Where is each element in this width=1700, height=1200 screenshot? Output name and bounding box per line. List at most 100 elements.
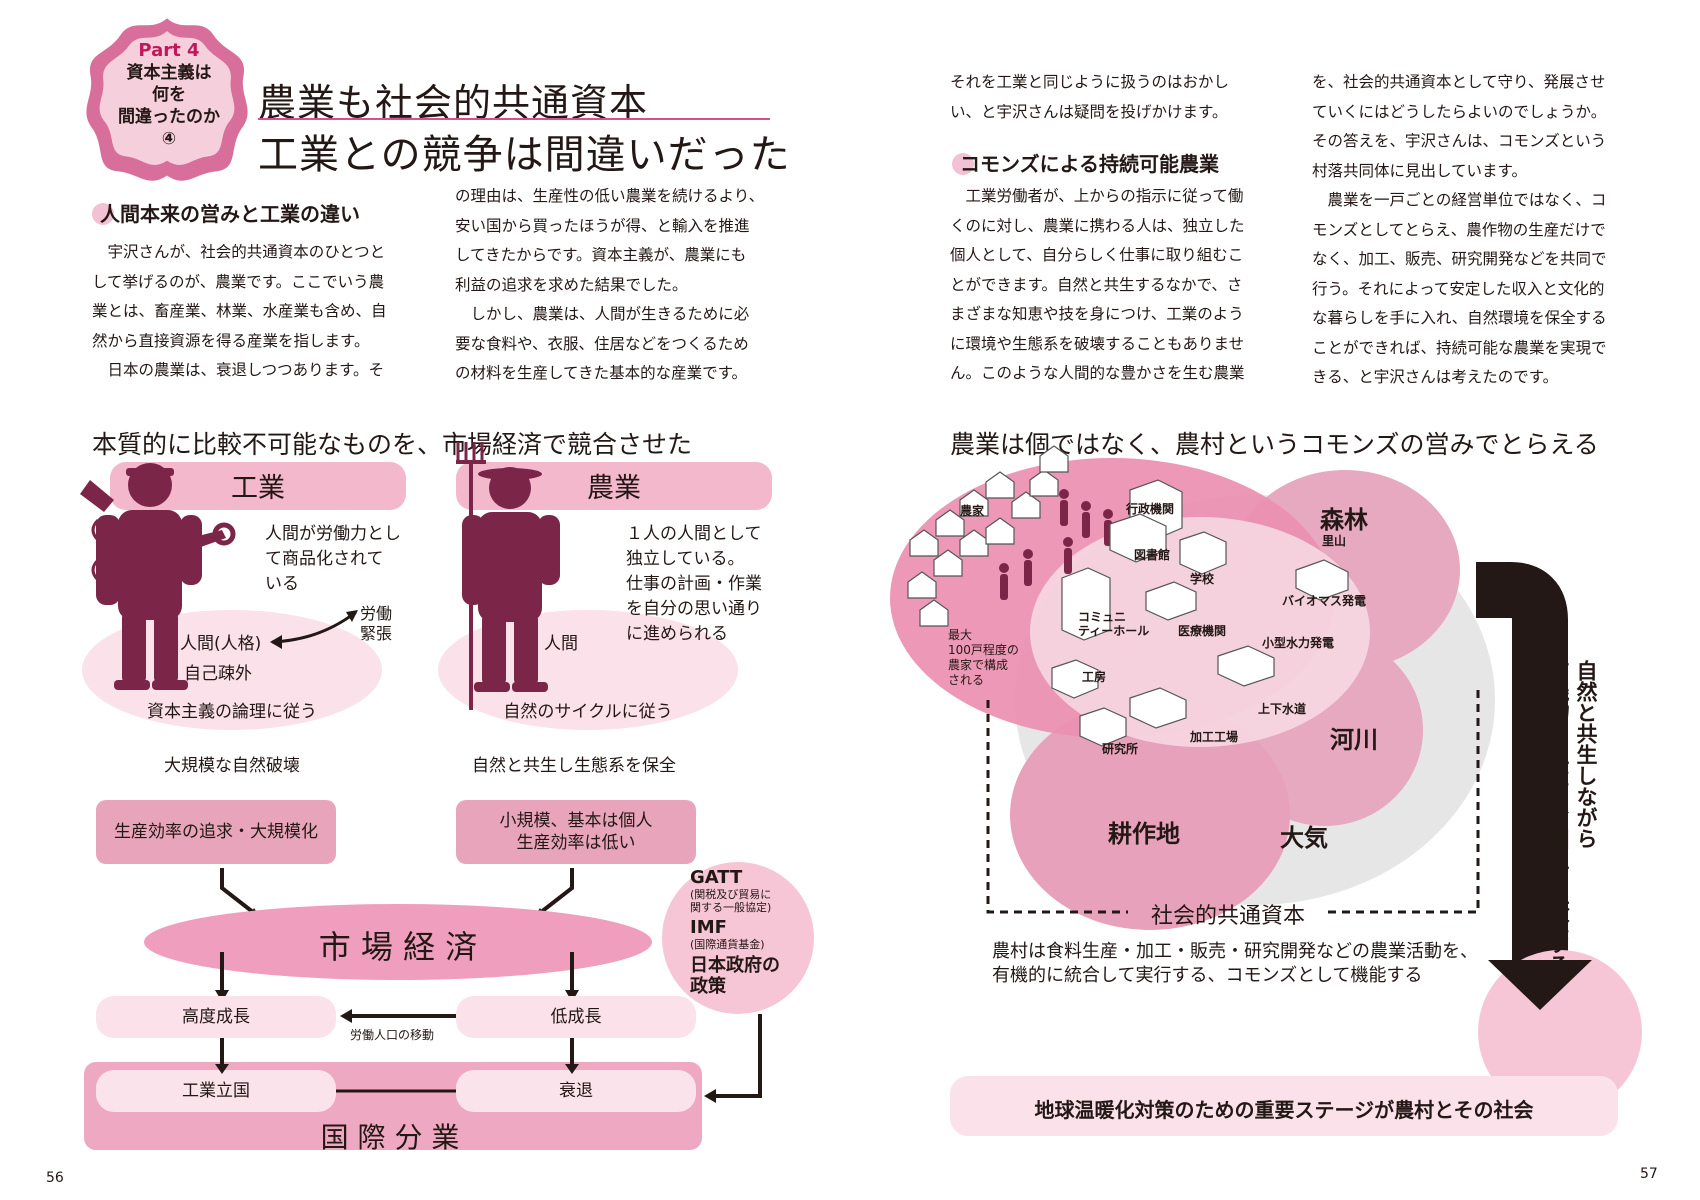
low-growth-label: 低成長: [550, 1007, 602, 1027]
hydro-label: 小型水力発電: [1262, 636, 1335, 650]
text-line: 100戸程度の: [948, 643, 1019, 657]
text-line: て商品化されて: [265, 549, 384, 569]
badge-line-4: ④: [161, 129, 177, 149]
text-line: 日本の農業は、衰退しつつあります。そ: [92, 361, 385, 379]
industry-result: 大規模な自然破壊: [164, 756, 300, 776]
right-column-2: を、社会的共通資本として守り、発展させ ていくにはどうしたらよいのでしょうか。 …: [1312, 68, 1642, 393]
admin-label: 行政機関: [1126, 502, 1175, 516]
self-alienation-label: 自己疎外: [184, 664, 252, 684]
right-column-1-bottom: 工業労働者が、上からの指示に従って働 くのに対し、農業に携わる人は、独立した 個…: [950, 182, 1280, 389]
part-badge-shape: [86, 18, 248, 181]
text-line: 利益の追求を求めた結果でした。: [455, 275, 688, 294]
part-label: Part 4: [138, 40, 200, 61]
vertical-arrow-text-1: 自然と共生しながら: [1574, 660, 1598, 849]
right-column-1-top: それを工業と同じように扱うのはおかし い、と宇沢さんは疑問を投げかけます。: [950, 68, 1280, 127]
badge-line-2: 何を: [152, 85, 186, 105]
text-line: くのに対し、農業に携わる人は、独立した: [950, 216, 1245, 235]
text-line: まざまな知恵や技を身につけ、工業のよう: [950, 305, 1244, 323]
industrial-nation-label: 工業立国: [182, 1081, 250, 1101]
text-line: い、と宇沢さんは疑問を投げかけます。: [950, 102, 1228, 121]
social-capital-label: 社会的共通資本: [1150, 904, 1305, 929]
gatt-desc: (関税及び貿易に 関する一般協定): [690, 888, 800, 914]
text-line: なく、加工、販売、研究開発などを共同で: [1312, 250, 1607, 268]
left-column-1: 宇沢さんが、社会的共通資本のひとつと して挙げるのが、農業です。ここでいう農 業…: [92, 238, 412, 386]
industry-desc: 人間が労働力とし て商品化されて いる: [265, 522, 401, 597]
library-label: 図書館: [1134, 548, 1171, 562]
text-line: ティーホール: [1078, 624, 1150, 638]
river-label: 河川: [1330, 726, 1378, 754]
air-label: 大気: [1280, 824, 1328, 852]
labor-migration-label: 労働人口の移動: [350, 1028, 435, 1042]
text-line: 最大: [948, 628, 973, 642]
agriculture-desc: １人の人間として 独立している。 仕事の計画・作業 を自分の思い通り に進められ…: [626, 522, 762, 647]
text-line: コミュニ: [1078, 610, 1127, 624]
text-line: ん。このような人間的な豊かさを生む農業: [950, 364, 1245, 382]
page-number-right: 57: [1640, 1166, 1658, 1182]
text-line: 労働: [360, 604, 393, 623]
text-line: 農村は食料生産・加工・販売・研究開発などの農業活動を、: [992, 941, 1478, 962]
market-economy-label: 市 場 経 済: [318, 928, 478, 966]
international-division-label: 国 際 分 業: [320, 1121, 460, 1154]
heading-dot-icon: [952, 153, 974, 175]
text-line: その答えを、宇沢さんは、コモンズという: [1312, 132, 1607, 150]
page-title-line2: 工業との競争は間違いだった: [258, 132, 791, 178]
right-diagram-shapes: [890, 445, 1642, 1136]
text-line: 工業労働者が、上からの指示に従って働: [950, 187, 1244, 205]
industry-box-label: 生産効率の追求・大規模化: [114, 822, 318, 842]
text-line: 有機的に統合して実行する、コモンズとして機能する: [992, 965, 1423, 986]
commons-caption: 農村は食料生産・加工・販売・研究開発などの農業活動を、 有機的に統合して実行する…: [992, 940, 1478, 988]
text-line: (関税及び貿易に: [690, 888, 772, 901]
text-line: 独立している。: [626, 549, 745, 569]
left-diagram-title: 本質的に比較不可能なものを、市場経済で競合させた: [92, 430, 693, 459]
imf-label: IMF: [690, 917, 727, 938]
text-line: 生産効率は低い: [516, 833, 636, 853]
agriculture-label: 農業: [587, 473, 641, 504]
text-line: してきたからです。資本主義が、農業にも: [455, 246, 747, 264]
text-line: される: [948, 673, 985, 687]
text-line: ことができれば、持続可能な農業を実現で: [1312, 338, 1607, 357]
text-line: きる、と宇沢さんは考えたのです。: [1312, 368, 1559, 386]
text-line: 要な食料や、衣服、住居などをつくるため: [455, 334, 749, 353]
text-line: 業とは、畜産業、林業、水産業も含め、自: [92, 302, 387, 320]
left-diagram-shapes: [80, 442, 814, 1150]
labor-tension-label: 労働 緊張: [360, 604, 392, 644]
text-line: それを工業と同じように扱うのはおかし: [950, 73, 1230, 91]
agriculture-result: 自然と共生し生態系を保全: [472, 756, 676, 776]
village-size-note: 最大 100戸程度の 農家で構成 される: [948, 628, 1019, 688]
text-line: いる: [265, 574, 299, 594]
gov-policy: 日本政府の 政策: [690, 955, 800, 997]
page-number-left: 56: [46, 1170, 64, 1186]
workshop-label: 工房: [1082, 670, 1107, 684]
policy-text: GATT (関税及び貿易に 関する一般協定) IMF (国際通貨基金) 日本政府…: [690, 867, 800, 998]
section-heading-2: コモンズによる持続可能農業: [952, 148, 1219, 177]
industry-logic: 資本主義の論理に従う: [147, 702, 317, 722]
text-line: の材料を生産してきた基本的な産業です。: [455, 364, 748, 382]
medical-label: 医療機関: [1178, 624, 1227, 638]
industry-label: 工業: [231, 473, 285, 504]
text-line: を、社会的共通資本として守り、発展させ: [1312, 73, 1606, 91]
part-badge-text: Part 4 資本主義は 何を 間違ったのか ④: [92, 40, 246, 150]
left-column-2: の理由は、生産性の低い農業を続けるより、 安い国から買ったほうが得、と輸入を推進…: [455, 182, 785, 389]
badge-line-1: 資本主義は: [126, 63, 212, 83]
farmhouse-label: 農家: [960, 504, 985, 518]
text-line: ていくにはどうしたらよいのでしょうか。: [1312, 102, 1607, 121]
community-hall-label: コミュニ ティーホール: [1078, 610, 1149, 638]
text-line: 安い国から買ったほうが得、と輸入を推進: [455, 216, 750, 235]
agriculture-box-label: 小規模、基本は個人 生産効率は低い: [456, 810, 696, 854]
factory-label: 加工工場: [1190, 730, 1239, 744]
text-line: の理由は、生産性の低い農業を続けるより、: [455, 187, 765, 205]
agriculture-logic: 自然のサイクルに従う: [503, 702, 673, 722]
section-heading-1: 人間本来の営みと工業の違い: [92, 198, 360, 227]
text-line: に進められる: [626, 624, 728, 644]
gatt-label: GATT: [690, 867, 743, 888]
text-line: 然から直接資源を得る産業を指します。: [92, 331, 370, 350]
text-line: しかし、農業は、人間が生きるために必: [455, 305, 750, 323]
title-divider: [258, 118, 770, 120]
text-line: 仕事の計画・作業: [626, 574, 762, 594]
page-title-line1: 農業も社会的共通資本: [258, 81, 649, 125]
text-line: 村落共同体に見出しています。: [1312, 161, 1527, 180]
vertical-arrow-text-2: 有機物を生産し、国土を保全する: [1546, 660, 1570, 975]
satoyama-label: 里山: [1322, 534, 1347, 548]
text-line: な暮らしを手に入れ、自然環境を保全する: [1312, 309, 1607, 327]
text-line: １人の人間として: [626, 524, 762, 544]
